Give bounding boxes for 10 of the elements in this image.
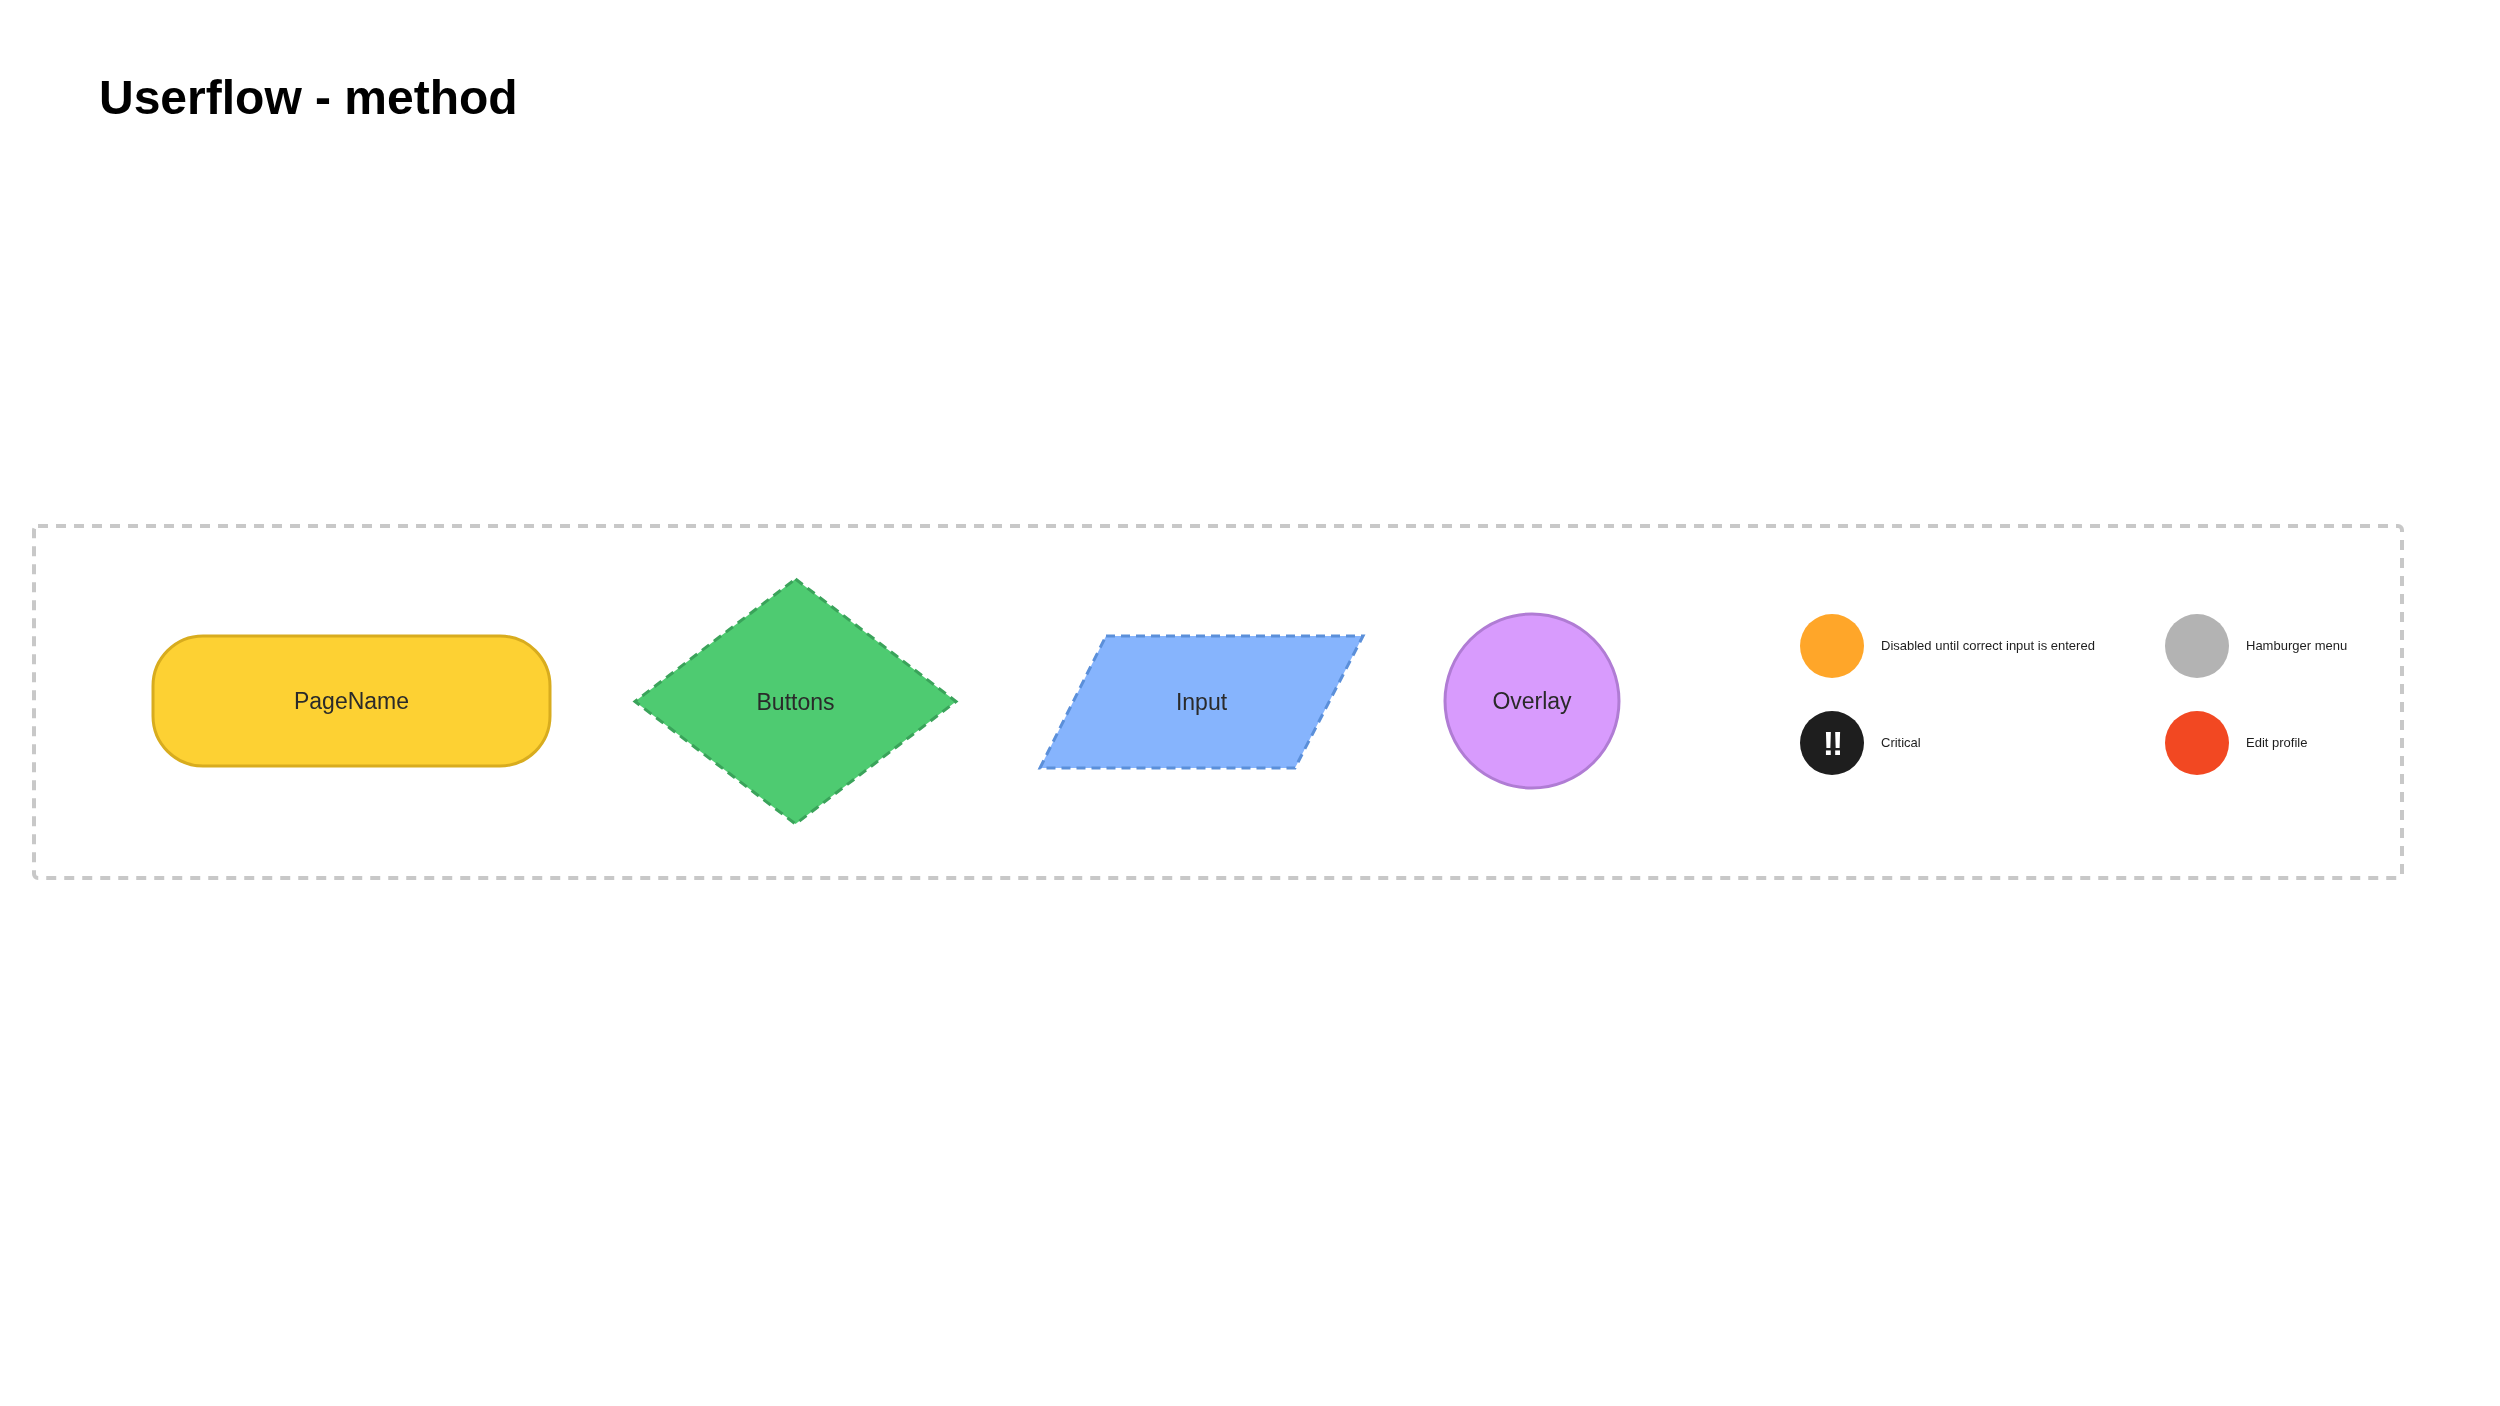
node-label: Input: [1175, 688, 1228, 716]
critical-mark: !!: [1821, 723, 1843, 764]
legend-label: Disabled until correct input is entered: [1881, 638, 2095, 653]
legend-label: Hamburger menu: [2246, 638, 2348, 653]
diagram-title: Userflow - method: [99, 70, 518, 125]
node-label: Buttons: [756, 688, 835, 715]
node-label: Overlay: [1492, 687, 1572, 715]
node-label: PageName: [293, 687, 410, 715]
legend-label: Critical: [1881, 735, 1921, 750]
legend-label: Edit profile: [2246, 735, 2308, 750]
